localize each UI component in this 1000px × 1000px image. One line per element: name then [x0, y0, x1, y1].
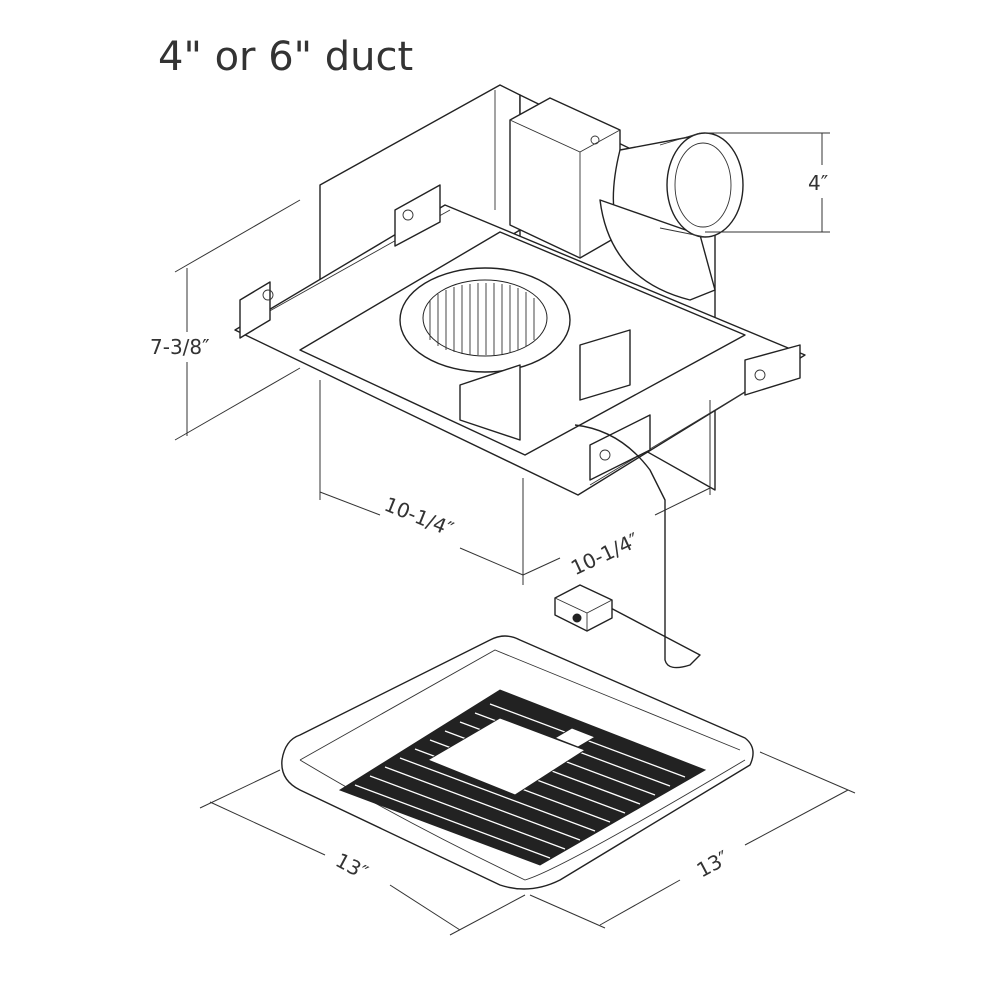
housing-depth-label: 10-1/4″: [567, 528, 643, 580]
duct-diameter-label: 4″: [808, 171, 828, 195]
sensor: [553, 727, 597, 748]
grille-width-label: 13″: [332, 848, 372, 885]
grille-cover: [281, 635, 754, 890]
grille-depth-label: 13″: [693, 846, 733, 883]
diagram-title: 4" or 6" duct: [158, 34, 413, 80]
blower-wheel: [429, 283, 535, 355]
housing-width-label: 10-1/4″: [381, 492, 457, 541]
mounting-frame: [234, 184, 806, 496]
light-lens: [426, 717, 587, 796]
dimension-lines: [174, 132, 856, 936]
power-cord: [574, 424, 701, 669]
height-label: 7-3/8″: [150, 335, 210, 359]
control-module: [554, 584, 613, 632]
